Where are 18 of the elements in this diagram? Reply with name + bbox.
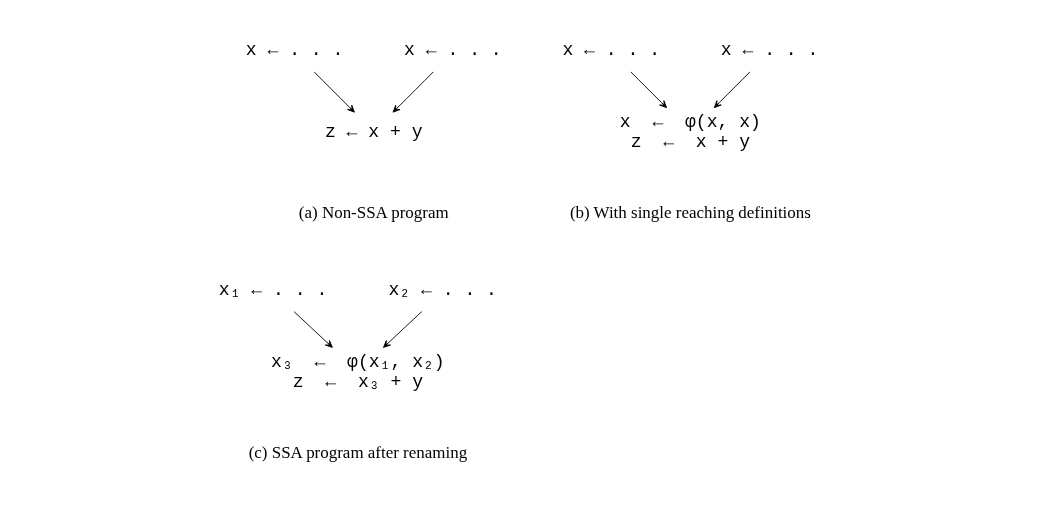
node-text: z ← x + y: [324, 121, 423, 142]
node-text: x ← . . .: [720, 40, 819, 61]
label: (c) SSA program after renaming: [248, 442, 468, 462]
arrow: [383, 311, 423, 348]
node-text: x ← . . .: [245, 40, 344, 61]
node-text: x ← . . .: [404, 40, 502, 61]
node-text: x₂ ← . . .: [388, 280, 497, 301]
node-text: x ← φ(x, x) z ← x + y: [619, 111, 761, 153]
node-text: x ← . . .: [562, 40, 661, 61]
arrow: [630, 71, 667, 109]
label: (a) Non-SSA program: [298, 203, 449, 223]
label: (b) With single reaching definitions: [569, 203, 811, 223]
node-text: x₃ ← φ(x₁, x₂) z ← x₃ + y: [271, 351, 445, 392]
arrow: [392, 71, 434, 113]
arrow: [313, 71, 355, 113]
arrow: [293, 311, 333, 348]
node-text: x₁ ← . . .: [218, 280, 328, 301]
arrow: [713, 71, 751, 109]
